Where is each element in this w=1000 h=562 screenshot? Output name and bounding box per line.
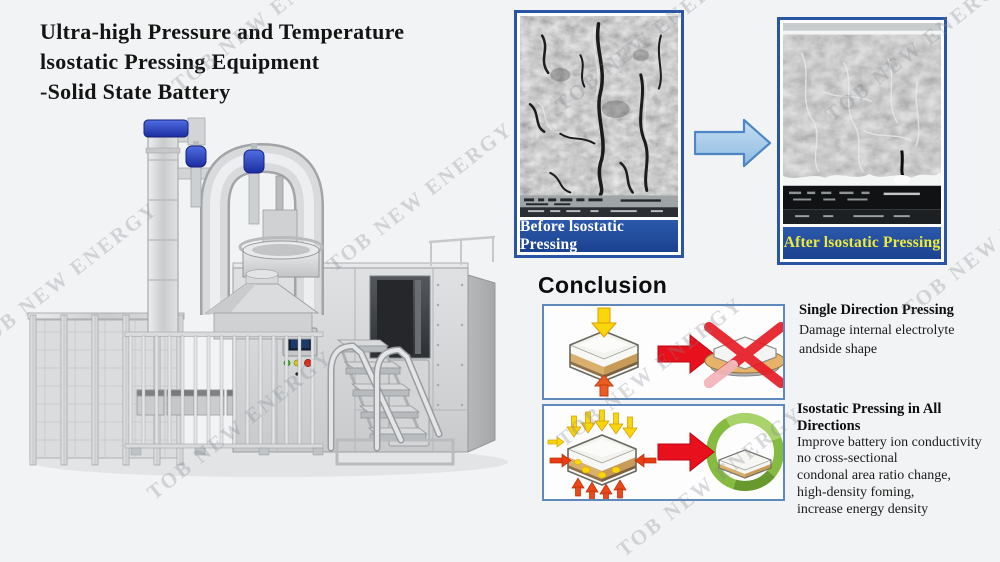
note-line: no cross-sectional [797,451,898,467]
right-arrow-icon [694,118,772,168]
bottom-pressure-arrows [571,477,627,499]
single-direction-notes: Single Direction Pressing Damage interna… [799,301,999,360]
note-line: Damage internal electrolyte [799,322,955,338]
side-pressure-arrows [547,436,657,468]
note-title: Isostatic Pressing in All Directions [797,401,942,434]
compacted-cell [718,449,772,479]
isostatic-notes: Isostatic Pressing in All Directions Imp… [797,401,1000,519]
note-line: high-density foming, [797,484,915,500]
keyhole [295,372,299,376]
before-pressing-panel: Before lsostatic Pressing [514,10,684,258]
top-pressure-arrows [566,409,638,439]
conclusion-heading: Conclusion [538,272,668,298]
sem-micrograph-cracked [520,16,678,217]
approved-ring-icon [706,413,783,491]
damaged-cell [704,322,783,388]
after-pressing-panel: After lsostatic Pressing [777,17,947,265]
note-line: condonal area ratio change, [797,468,951,484]
battery-cell [568,330,640,382]
stair-base-frame [335,438,455,466]
note-line: Improve battery ion conductivity [797,434,982,450]
page-title: Ultra-high Pressure and Temperature lsos… [40,17,404,107]
uniaxial-press-diagram [568,307,783,397]
access-staircase [327,339,455,466]
press-up-arrow [593,374,615,397]
stop-button[interactable] [304,359,312,367]
title-line-2: lsostatic Pressing Equipment [40,49,320,74]
crack-lines [528,22,662,197]
battery-cell [566,434,638,486]
press-down-arrow [590,307,618,338]
note-title: Single Direction Pressing [799,302,954,318]
isostatic-press-diagram [547,409,783,499]
note-line: andside shape [799,342,878,357]
title-line-1: Ultra-high Pressure and Temperature [40,19,405,44]
grain-boundaries [800,52,920,173]
hoist-motor [143,119,189,138]
sensor-caps [185,141,265,225]
rejected-x-icon [704,322,783,388]
sem-micrograph-dense [783,23,941,224]
title-line-3: -Solid State Battery [40,79,231,104]
note-line: increase energy density [797,501,929,517]
single-direction-diagram-box [542,304,785,400]
after-pressing-label: After lsostatic Pressing [783,227,941,259]
sem-image-before [520,16,678,217]
isostatic-diagram-box [542,404,785,501]
stair-handrails[interactable] [327,342,443,452]
sem-image-after [783,23,941,224]
sem-metadata-bar [783,185,941,210]
result-arrow [657,431,715,473]
front-guard-fence [124,331,324,456]
top-guard-rail [428,235,496,266]
result-arrow [657,333,715,375]
before-pressing-label: Before lsostatic Pressing [520,218,678,253]
pressure-spots [574,459,621,479]
isostatic-press-machine-illustration [27,117,508,477]
